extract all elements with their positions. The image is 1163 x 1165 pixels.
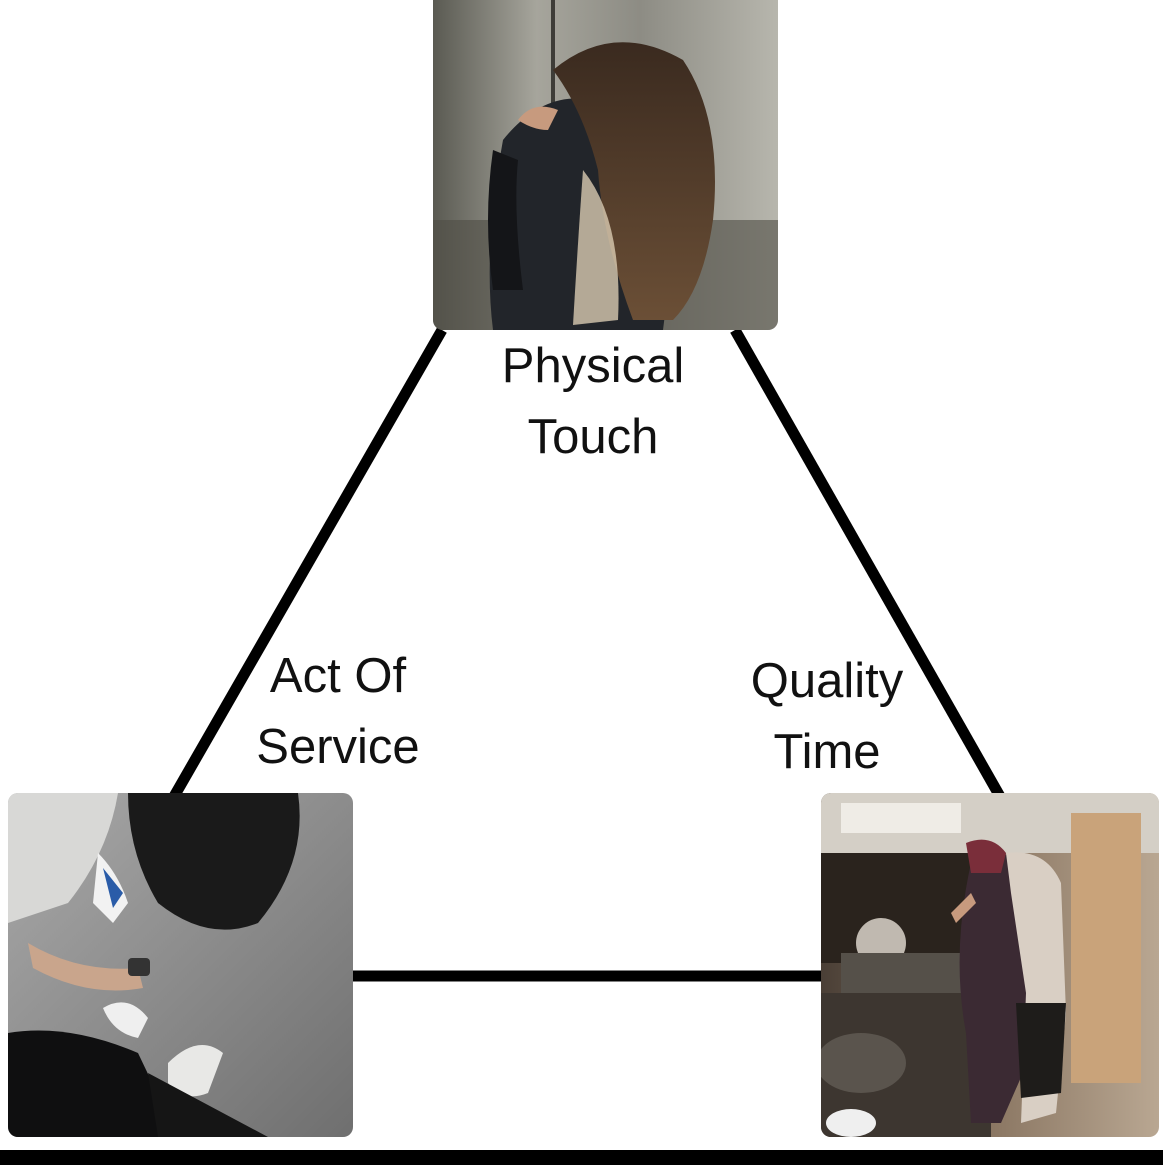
- quality-time-photo: [821, 793, 1159, 1137]
- act-of-service-label: Act Of Service: [256, 649, 420, 774]
- bottom-border: [0, 1150, 1163, 1165]
- physical-touch-photo: [433, 0, 778, 330]
- quality-time-label: Quality Time: [750, 654, 904, 779]
- edge-top-left: [167, 327, 447, 803]
- physical-touch-label: Physical Touch: [501, 339, 685, 464]
- edge-top-right: [730, 327, 1007, 803]
- act-of-service-photo: [8, 793, 353, 1137]
